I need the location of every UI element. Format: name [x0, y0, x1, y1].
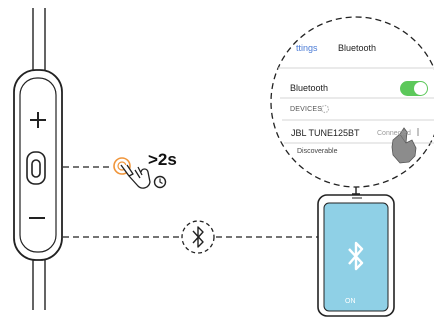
settings-back-link[interactable]: ttings: [296, 43, 318, 53]
discoverable-text: Discoverable: [297, 148, 338, 155]
volume-up-button[interactable]: [30, 112, 46, 128]
bluetooth-row-label: Bluetooth: [290, 83, 329, 93]
bluetooth-toggle[interactable]: [400, 81, 428, 96]
finger-press-icon: [113, 157, 151, 189]
bluetooth-screen-title: Bluetooth: [338, 43, 377, 53]
bubble-pointer: [352, 187, 360, 195]
devices-section-header: DEVICES: [290, 106, 323, 113]
multifunction-button[interactable]: [26, 151, 46, 185]
loading-spinner-icon: [320, 104, 330, 114]
clock-icon: [153, 175, 167, 189]
paired-device-name[interactable]: JBL TUNE125BT: [291, 128, 360, 138]
hand-tap-icon: [391, 127, 417, 164]
press-duration-label: >2s: [148, 150, 177, 169]
bluetooth-icon: [348, 241, 364, 271]
device-status-label: Connected: [377, 130, 411, 137]
bluetooth-connection-icon: [181, 220, 215, 254]
earphone-cable: [32, 8, 46, 310]
phone-screen-label: ON: [345, 298, 356, 305]
